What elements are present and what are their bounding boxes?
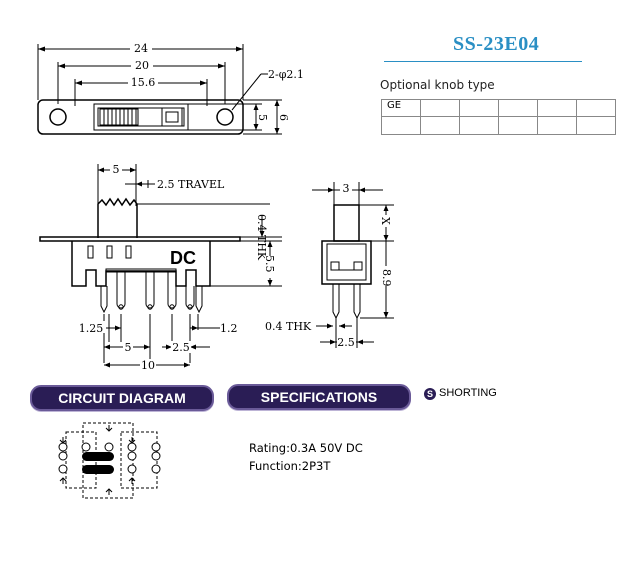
dim-knob-width: 5 [113,163,120,176]
dim-20: 20 [135,59,149,72]
knob-cell [420,99,460,117]
contact-bar [82,465,114,474]
knob-cell [576,116,616,135]
dim-5-pitch: 5 [125,341,132,354]
shorting-icon: S [424,388,436,400]
knob-cell [459,99,499,117]
terminal [58,464,68,474]
mount-hole-right [216,108,234,126]
front-view: 5 2.5 TRAVEL DC [39,163,282,372]
knob-type-caption: Optional knob type [380,78,495,92]
knob-cell [537,99,577,117]
switch-body [71,241,211,287]
dim-1-25: 1.25 [79,322,104,335]
dim-6-width: 6 [277,114,290,121]
side-pin-left [332,284,340,320]
model-number: SS-23E04 [453,33,540,55]
specifications-label: SPECIFICATIONS [227,384,411,410]
dim-15-6: 15.6 [131,76,156,89]
dim-thk-front: 0.4 THK [255,214,268,261]
top-view: 24 20 15.6 [37,42,304,135]
dim-x: X [379,217,392,225]
dim-2-5-front: 2.5 [172,341,190,354]
circuit-diagram [58,422,161,499]
knob-cell [576,99,616,117]
front-pins [100,272,203,314]
dim-knob-side: 3 [343,182,350,195]
shorting-label: SHORTING [439,387,497,399]
slot [93,103,189,131]
body-label-dc: DC [170,248,196,268]
terminal [151,451,161,461]
dim-24: 24 [134,42,148,55]
knob-cell [459,116,499,135]
knob-type-table: GE [381,99,616,135]
model-underline [384,61,582,62]
dim-hole-note: 2-φ2.1 [268,68,304,81]
terminal [81,442,91,452]
front-plate [39,236,241,242]
side-view: 3 X 8.9 0.4 THK 2.5 [265,182,394,349]
knob-cell-ge: GE [381,99,421,117]
terminal [151,464,161,474]
dim-10: 10 [141,359,155,372]
terminal [58,451,68,461]
terminal [127,442,137,452]
knob-cell [420,116,460,135]
circuit-frame-center [82,422,134,499]
spec-rating: Rating:0.3A 50V DC [249,441,363,455]
dim-8-9: 8.9 [380,269,393,287]
knob-cell [537,116,577,135]
dim-1-2: 1.2 [220,322,238,335]
terminal [151,442,161,452]
mount-hole-left [49,108,67,126]
dim-thk-side: 0.4 THK [265,320,312,333]
actuator-knob-side [333,204,360,242]
knob-cell [498,99,538,117]
terminal [127,451,137,461]
dim-5-width: 5 [256,114,269,121]
side-pin-right [353,284,361,320]
knob-cell [381,116,421,135]
dim-2-5-side: 2.5 [337,336,355,349]
top-plate [37,99,244,135]
terminal [104,442,114,452]
contact-bar [82,452,114,461]
spec-function: Function:2P3T [249,459,331,473]
dim-5-5: 5.5 [263,255,276,273]
terminal [58,442,68,452]
knob-cell [498,116,538,135]
dim-travel: 2.5 TRAVEL [157,178,225,191]
actuator-knob-top [99,108,139,126]
circuit-diagram-label: CIRCUIT DIAGRAM [30,385,214,411]
side-body [321,240,372,285]
terminal [127,464,137,474]
actuator-knob-front [97,197,138,238]
